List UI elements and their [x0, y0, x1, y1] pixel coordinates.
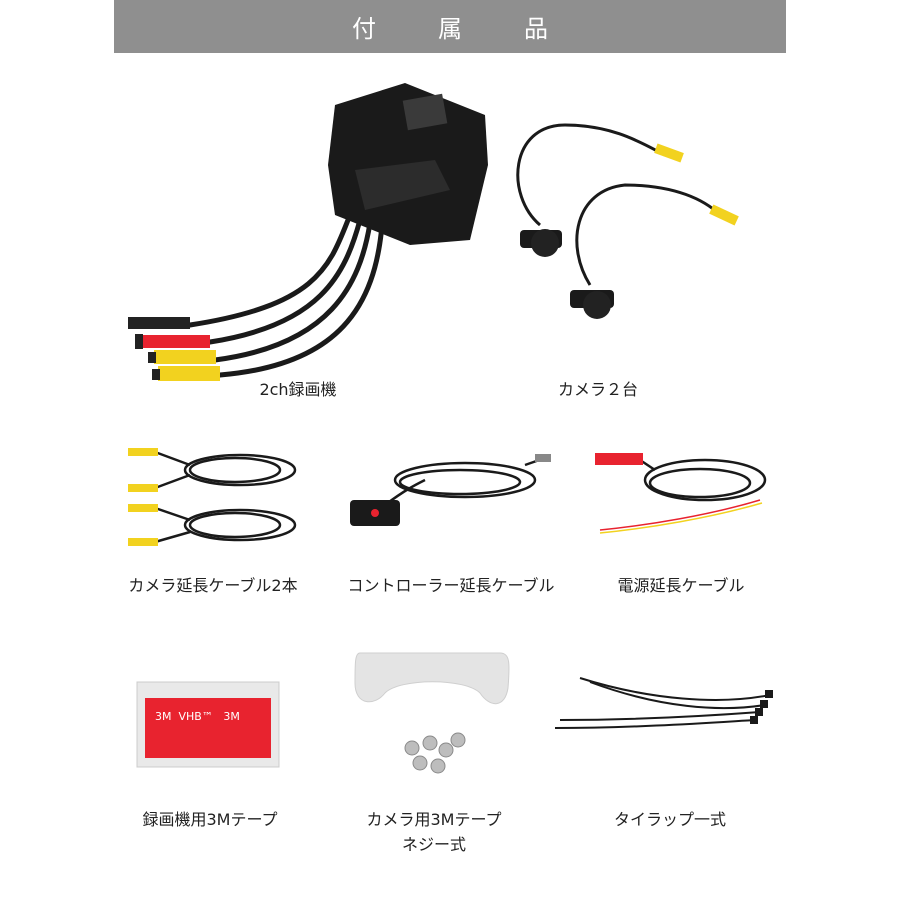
camera-extension-cables-label: カメラ延長ケーブル2本 — [128, 576, 298, 595]
recorder-drawing — [128, 83, 488, 381]
cameras-label: カメラ２台 — [557, 380, 639, 399]
page-header: 付属品 — [114, 0, 786, 53]
cable-ties-image — [550, 670, 780, 740]
recorder-tape-label: 録画機用3Mテープ — [142, 810, 278, 829]
camera-screws-label: ネジー式 — [401, 835, 467, 854]
cable-ties-drawing — [554, 677, 773, 729]
recorder-label: 2ch録画機 — [259, 380, 337, 399]
camera-extension-cables-image — [120, 440, 305, 555]
recorder-tape-drawing — [136, 681, 280, 768]
camera-tape-image — [350, 648, 515, 783]
camera-tape-drawing — [354, 652, 510, 774]
controller-extension-cable-drawing — [350, 454, 551, 526]
recorder-tape-image: 3M VHB™ 3M — [135, 680, 285, 770]
power-extension-cable-label: 電源延長ケーブル — [617, 576, 745, 595]
recorder-image — [120, 75, 500, 395]
cameras-drawing — [516, 123, 739, 319]
camera-tape-label: カメラ用3Mテープ — [366, 810, 502, 829]
controller-extension-cable-label: コントローラー延長ケーブル — [347, 576, 555, 595]
page-title: 付属品 — [352, 15, 610, 43]
tape-text: 3M VHB™ 3M — [155, 710, 240, 723]
power-extension-cable-drawing — [595, 453, 767, 534]
power-extension-cable-image — [590, 445, 770, 540]
camera-extension-cables-drawing — [128, 448, 297, 546]
cameras-image — [505, 115, 755, 325]
cable-ties-label: タイラップ一式 — [613, 810, 727, 829]
controller-extension-cable-image — [345, 450, 555, 540]
